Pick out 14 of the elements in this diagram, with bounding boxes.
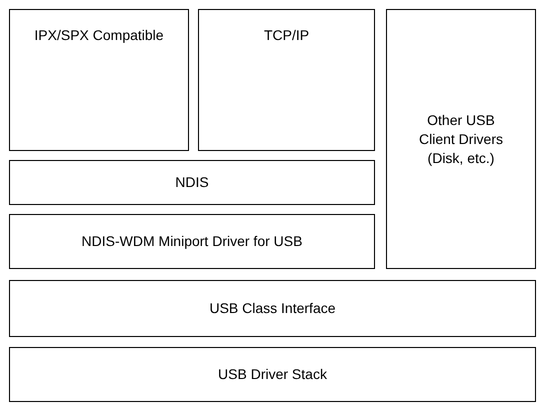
layer-label: NDIS: [175, 173, 209, 192]
protocol-layer: [198, 9, 375, 151]
protocol-layer: [9, 9, 189, 151]
layer-label: TCP/IP: [264, 26, 310, 45]
layer-label: USB Class Interface: [209, 299, 336, 318]
driver-layer: [386, 9, 536, 269]
driver-layer: [9, 347, 536, 402]
driver-layer: [9, 160, 375, 205]
interface-layer: [9, 280, 536, 337]
layer-label: USB Driver Stack: [218, 365, 327, 384]
driver-layer: [9, 214, 375, 269]
layer-label: NDIS-WDM Miniport Driver for USB: [82, 232, 302, 251]
layer-label: IPX/SPX Compatible: [34, 26, 164, 45]
layer-label: Other USB Client Drivers (Disk, etc.): [418, 110, 504, 168]
